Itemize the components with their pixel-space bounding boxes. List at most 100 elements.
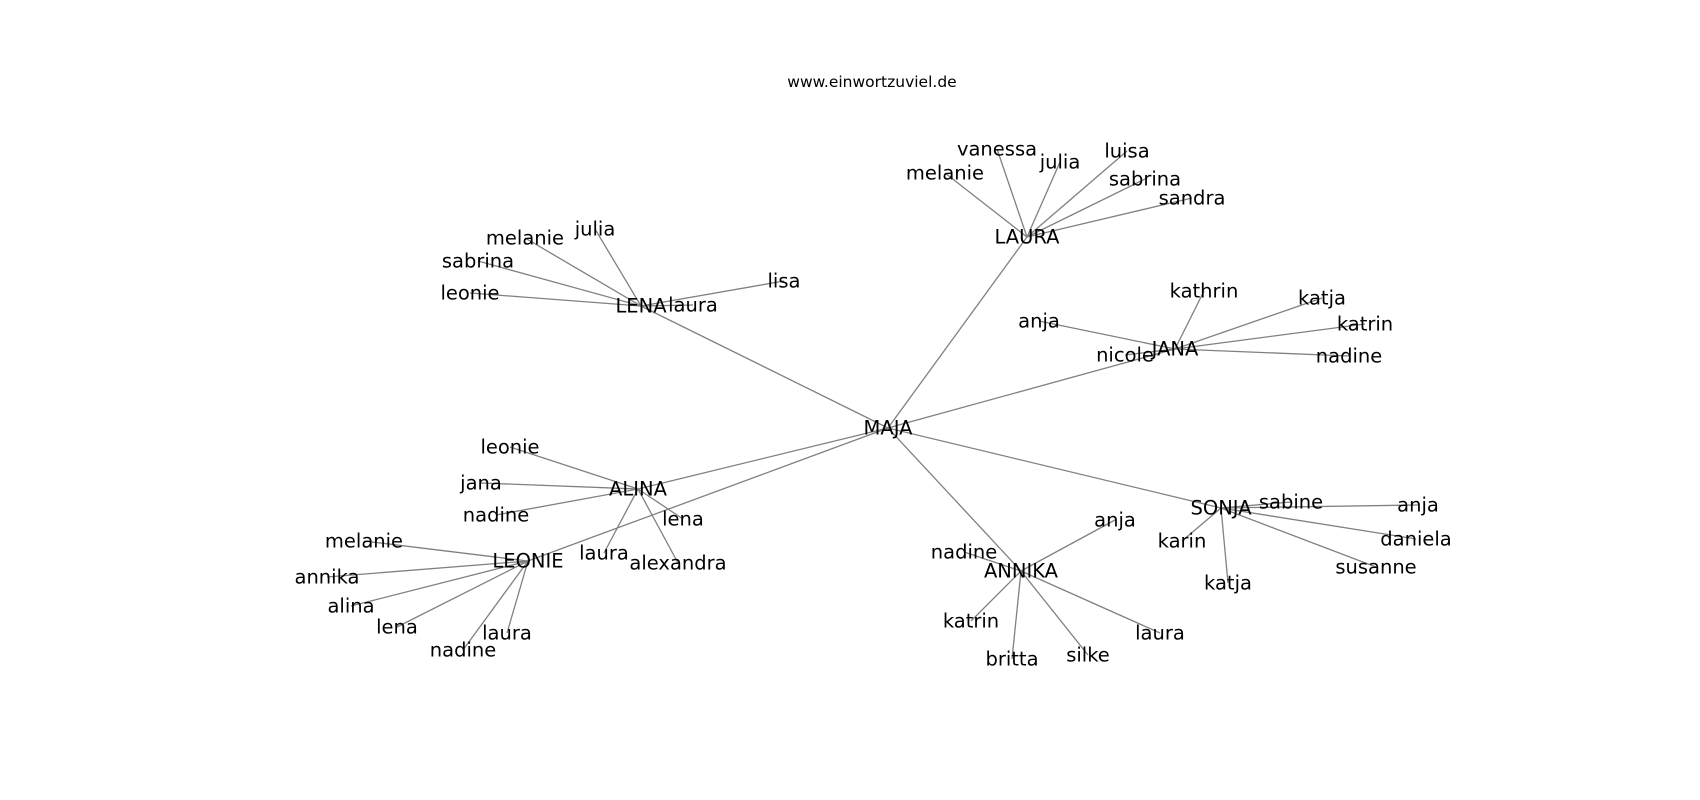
- edge-laura-luisa: [1026, 150, 1128, 238]
- edge-lena-lisa: [640, 280, 785, 307]
- leaf-node-label-lena-laura: laura: [668, 294, 718, 317]
- edge-lena-leonie: [469, 292, 642, 307]
- leaf-node-label-sonja-anja: anja: [1397, 494, 1439, 517]
- leaf-node-label-jana-nadine: nadine: [1316, 345, 1382, 368]
- leaf-node-label-leonie-annika: annika: [295, 566, 360, 589]
- leaf-node-label-annika-laura: laura: [1135, 622, 1185, 645]
- leaf-node-label-laura-sabrina: sabrina: [1109, 168, 1181, 191]
- edge-sonja-susanne: [1220, 507, 1377, 568]
- hub-node-label-jana: JANA: [1150, 338, 1199, 361]
- edge-alina-nadine: [495, 488, 639, 516]
- edge-laura-sandra: [1026, 197, 1193, 238]
- hub-node-label-laura: LAURA: [994, 226, 1060, 249]
- hub-node-label-annika: ANNIKA: [984, 560, 1059, 583]
- leaf-node-label-sonja-sabine: sabine: [1259, 491, 1323, 514]
- edge-alina-jana: [480, 482, 639, 490]
- leaf-node-label-alina-lena: lena: [662, 508, 704, 531]
- leaf-node-label-jana-katja: katja: [1298, 287, 1346, 310]
- leaf-node-label-lena-julia: julia: [574, 218, 616, 241]
- edge-annika-britta: [1011, 570, 1022, 660]
- leaf-node-label-laura-luisa: luisa: [1104, 140, 1149, 163]
- edge-laura-julia: [1026, 161, 1061, 238]
- hub-node-label-lena: LENA: [615, 295, 667, 318]
- leaf-node-label-jana-nicole: nicole: [1096, 344, 1154, 367]
- edge-jana-anja: [1038, 320, 1176, 350]
- root-node-label: MAJA: [864, 417, 914, 440]
- edge-maja-leonie: [527, 427, 889, 562]
- leaf-node-label-lena-lisa: lisa: [768, 270, 801, 293]
- hub-node-label-sonja: SONJA: [1190, 497, 1252, 520]
- hub-node-label-leonie: LEONIE: [492, 550, 563, 573]
- edge-lena-julia: [594, 228, 642, 307]
- leaf-node-label-sonja-susanne: susanne: [1335, 556, 1416, 579]
- edge-annika-nadine: [963, 551, 1022, 572]
- site-title: www.einwortzuviel.de: [787, 73, 956, 91]
- edge-annika-anja: [1020, 519, 1116, 572]
- leaf-node-label-laura-melanie: melanie: [906, 162, 984, 185]
- edge-lena-sabrina: [477, 260, 642, 307]
- edge-alina-leonie: [509, 446, 639, 490]
- edge-jana-nadine: [1174, 348, 1350, 357]
- edge-sonja-karin: [1181, 507, 1222, 542]
- edge-sonja-daniela: [1220, 507, 1417, 540]
- edge-leonie-lena: [396, 560, 529, 628]
- edge-leonie-melanie: [363, 540, 529, 562]
- edge-leonie-annika: [326, 560, 529, 578]
- graph-edges: [326, 148, 1419, 660]
- leaf-node-label-annika-anja: anja: [1094, 509, 1136, 532]
- edge-lena-melanie: [524, 237, 642, 307]
- leaf-node-label-laura-sandra: sandra: [1159, 187, 1226, 210]
- leaf-node-label-leonie-melanie: melanie: [325, 530, 403, 553]
- edge-alina-laura: [603, 488, 639, 554]
- edge-alina-lena: [637, 488, 684, 520]
- leaf-node-label-alina-alexandra: alexandra: [629, 552, 726, 575]
- leaf-node-label-leonie-laura: laura: [482, 622, 532, 645]
- leaf-node-label-alina-jana: jana: [459, 472, 502, 495]
- edge-sonja-anja: [1220, 504, 1419, 509]
- edge-maja-lena: [640, 305, 889, 429]
- leaf-node-label-sonja-katja: katja: [1204, 572, 1252, 595]
- leaf-node-label-leonie-alina: alina: [327, 595, 374, 618]
- edge-laura-melanie: [944, 172, 1028, 238]
- leaf-node-label-sonja-karin: karin: [1158, 530, 1207, 553]
- edge-jana-kathrin: [1174, 290, 1205, 350]
- leaf-node-label-annika-nadine: nadine: [931, 541, 997, 564]
- edge-laura-sabrina: [1026, 178, 1146, 238]
- leaf-node-label-sonja-daniela: daniela: [1380, 528, 1451, 551]
- edge-alina-alexandra: [637, 488, 679, 564]
- leaf-node-label-alina-nadine: nadine: [463, 504, 529, 527]
- edge-jana-katrin: [1174, 323, 1366, 350]
- edge-leonie-nadine: [462, 560, 529, 651]
- edge-maja-alina: [637, 427, 889, 490]
- edge-annika-laura: [1020, 570, 1161, 634]
- leaf-node-label-leonie-lena: lena: [376, 616, 418, 639]
- leaf-node-label-lena-leonie: leonie: [440, 282, 499, 305]
- edge-lena-laura: [640, 304, 694, 307]
- leaf-node-label-annika-silke: silke: [1066, 644, 1110, 667]
- edge-leonie-alina: [350, 560, 529, 607]
- leaf-node-label-alina-leonie: leonie: [480, 436, 539, 459]
- edge-jana-katja: [1174, 297, 1323, 350]
- leaf-node-label-jana-kathrin: kathrin: [1170, 280, 1239, 303]
- edge-leonie-laura: [506, 560, 529, 634]
- edge-sonja-katja: [1220, 507, 1229, 584]
- leaf-node-label-laura-julia: julia: [1039, 151, 1081, 174]
- edge-sonja-sabine: [1220, 501, 1292, 509]
- leaf-node-label-laura-vanessa: vanessa: [957, 138, 1037, 161]
- leaf-node-label-lena-sabrina: sabrina: [442, 250, 514, 273]
- leaf-node-label-leonie-nadine: nadine: [430, 639, 496, 662]
- hub-node-label-alina: ALINA: [609, 478, 668, 501]
- edge-maja-annika: [887, 427, 1022, 572]
- leaf-node-label-lena-melanie: melanie: [486, 227, 564, 250]
- leaf-node-label-jana-anja: anja: [1018, 310, 1060, 333]
- leaf-node-label-annika-katrin: katrin: [943, 610, 999, 633]
- edge-annika-silke: [1020, 570, 1089, 656]
- edge-jana-nicole: [1124, 348, 1176, 356]
- leaf-node-label-annika-britta: britta: [985, 648, 1038, 671]
- leaf-node-label-jana-katrin: katrin: [1337, 313, 1393, 336]
- edge-maja-sonja: [887, 427, 1222, 509]
- leaf-node-label-alina-laura: laura: [579, 542, 629, 565]
- edge-maja-jana: [887, 348, 1176, 429]
